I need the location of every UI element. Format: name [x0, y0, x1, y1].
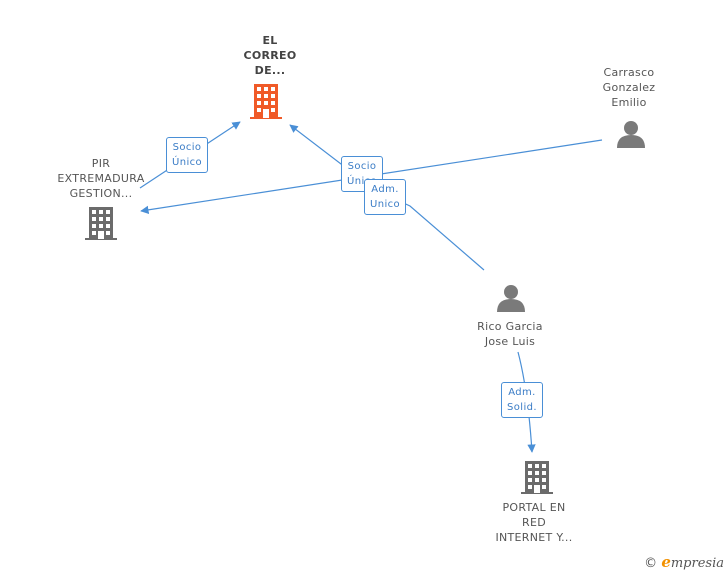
empresia-logo: © empresia — [644, 553, 724, 571]
building-icon[interactable] — [521, 461, 553, 494]
brand-initial: e — [661, 553, 671, 571]
building-icon[interactable] — [85, 207, 117, 240]
building-icon[interactable] — [250, 84, 282, 119]
edge-label-socio-unico: Socio Único — [166, 137, 209, 173]
brand-name: mpresia — [670, 556, 724, 571]
node-label-portal-en-red[interactable]: PORTAL EN RED INTERNET Y... — [495, 501, 573, 544]
node-label-pir-extremadura[interactable]: PIR EXTREMADURA GESTION... — [57, 157, 145, 200]
person-icon[interactable] — [497, 285, 525, 312]
person-icon[interactable] — [617, 121, 645, 148]
copyright-symbol: © — [644, 556, 658, 571]
node-label-rico-garcia[interactable]: Rico Garcia Jose Luis — [477, 320, 543, 348]
node-label-carrasco[interactable]: Carrasco Gonzalez Emilio — [602, 66, 656, 109]
node-label-el-correo[interactable]: EL CORREO DE... — [243, 34, 297, 77]
edge-label-adm-unico: Adm. Unico — [364, 179, 407, 215]
edge-label-adm-solid: Adm. Solid. — [501, 382, 543, 418]
